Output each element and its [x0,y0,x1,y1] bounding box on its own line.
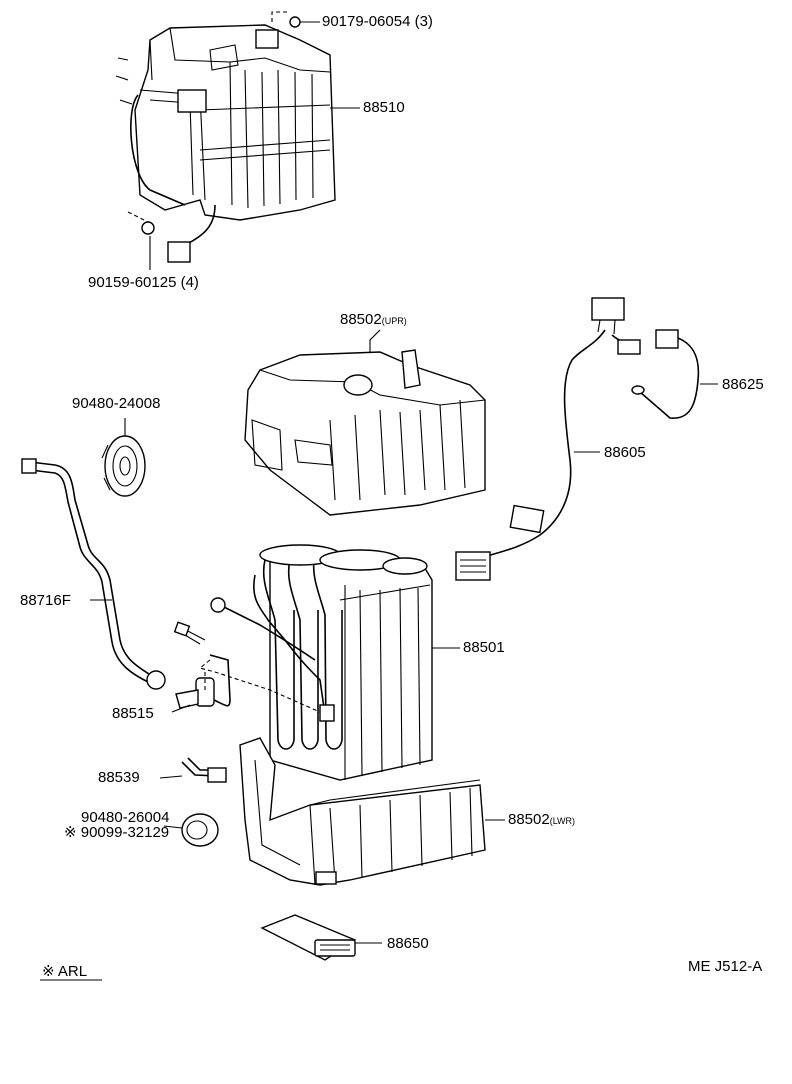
part-label-88501: 88501 [463,639,505,656]
part-label-88605: 88605 [604,444,646,461]
cooling-unit-assembly [115,11,360,270]
part-label-88716f: 88716F [20,592,71,609]
wire-harness [455,297,718,581]
part-label-90179: 90179-06054 (3) [322,13,433,30]
grommet-lower [163,813,219,847]
cooler-tube [21,458,166,690]
part-number: 88502 [340,311,382,328]
position-tag: (LWR) [549,816,576,826]
part-label-88650: 88650 [387,935,429,952]
upper-case [244,329,486,516]
lower-case [239,737,505,886]
legend-note: ※ ARL [42,963,88,980]
part-label-88502-lwr: 88502(LWR) [508,812,575,827]
grommet-upper [101,418,146,497]
drain-hose [159,757,227,783]
part-label-90480-24008: 90480-24008 [72,395,161,412]
part-label-88510: 88510 [363,99,405,116]
thermistor-pad [260,914,382,961]
position-tag: (UPR) [381,316,407,326]
expansion-valve [171,621,321,713]
part-number: 88502 [508,811,550,828]
part-label-90480-26004: 90480-26004 [81,809,170,826]
part-label-88515: 88515 [112,705,154,722]
diagram-code: ME J512-A [688,958,763,975]
part-label-88539: 88539 [98,769,140,786]
part-label-90099: ※ 90099-32129 [64,824,170,841]
part-label-88625: 88625 [722,376,764,393]
part-label-88502-upr: 88502(UPR) [340,312,407,327]
part-label-90159: 90159-60125 (4) [88,274,199,291]
